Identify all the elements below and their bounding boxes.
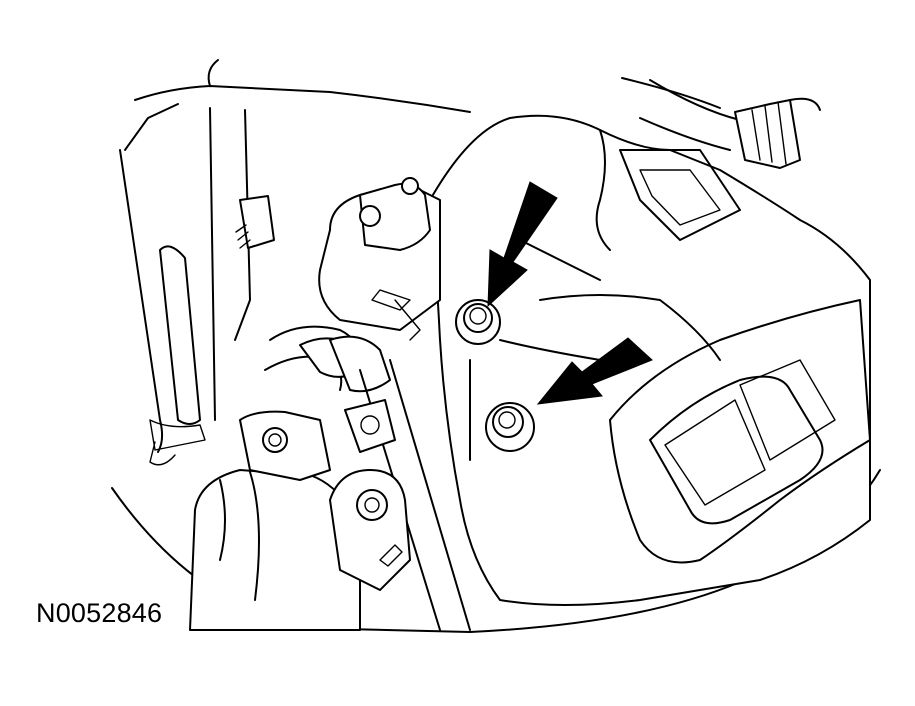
arrow-down-left-icon <box>487 181 558 308</box>
arrow-down-left-icon <box>536 337 653 405</box>
lower-bolt <box>485 402 535 452</box>
wire-connector <box>235 195 275 249</box>
hose-clamp <box>344 399 396 453</box>
inspection-cover <box>609 299 871 564</box>
upper-bolt <box>455 299 501 345</box>
left-rail <box>119 107 251 466</box>
actuator-bracket <box>318 177 441 341</box>
illustration-id-label: N0052846 <box>36 598 163 628</box>
hose-tubes <box>264 325 471 631</box>
shift-cable <box>639 79 821 169</box>
upper-body-panel <box>124 59 721 151</box>
mount-bracket <box>329 469 411 591</box>
